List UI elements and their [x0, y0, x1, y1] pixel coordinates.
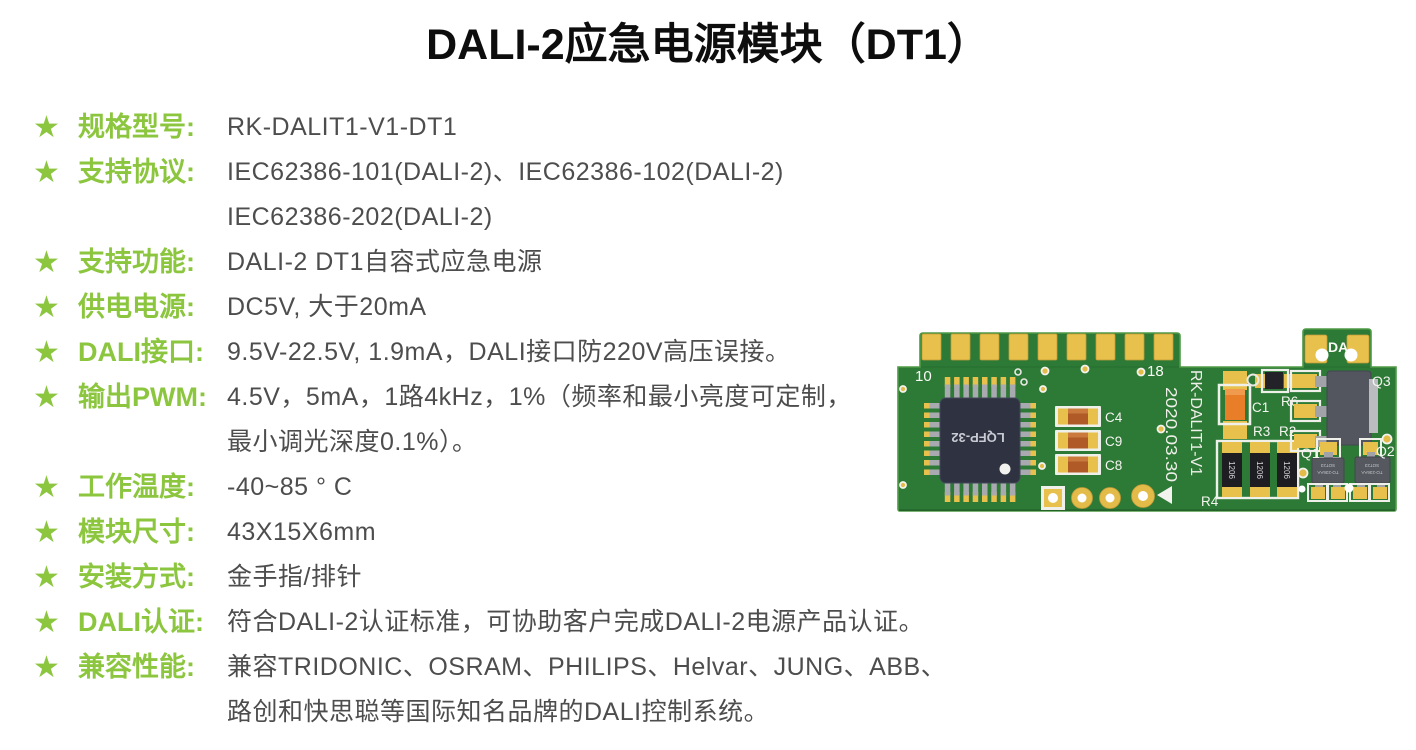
star-icon: ★	[33, 111, 60, 144]
spec-value: RK-DALIT1-V1-DT1	[227, 113, 458, 141]
q3-label: Q3	[1372, 373, 1391, 389]
spec-label: DALI认证:	[78, 607, 204, 637]
spec-row: 路创和快思聪等国际知名品牌的DALI控制系统。	[0, 690, 1416, 735]
svg-text:TO-236AA: TO-236AA	[1361, 470, 1382, 475]
spec-label: DALI接口:	[78, 337, 204, 367]
spec-label: 模块尺寸:	[78, 517, 195, 547]
q1-label: Q1	[1301, 445, 1320, 461]
star-icon: ★	[33, 471, 60, 504]
vias	[899, 364, 1393, 489]
bottom-pads-row	[1041, 484, 1172, 510]
spec-row: ★ 模块尺寸: 43X15X6mm	[0, 510, 1416, 555]
spec-row: IEC62386-202(DALI-2)	[0, 195, 1416, 240]
spec-label: 支持协议:	[78, 157, 195, 187]
r-marking: 1206	[1255, 461, 1264, 479]
pcb-product-image: 10 18 LQFP-32	[897, 328, 1397, 512]
spec-value: 4.5V，5mA，1路4kHz，1%（频率和最小亮度可定制，	[227, 383, 852, 411]
star-icon: ★	[33, 561, 60, 594]
spec-label: 兼容性能:	[78, 652, 195, 682]
spec-row: ★ DALI接口: 9.5V-22.5V, 1.9mA，DALI接口防220V高…	[0, 330, 1416, 375]
pin18-label: 18	[1147, 363, 1164, 380]
spec-value: DALI-2 DT1自容式应急电源	[227, 248, 543, 276]
c9-label: C9	[1105, 434, 1122, 449]
board-model-text: RK-DALIT1-V1	[1187, 370, 1204, 476]
spec-value: 43X15X6mm	[227, 518, 377, 546]
da-label: DA	[1328, 339, 1348, 355]
spec-value: DC5V, 大于20mA	[227, 293, 427, 321]
silk-rings	[1014, 368, 1028, 386]
spec-row: ★ 支持功能: DALI-2 DT1自容式应急电源	[0, 240, 1416, 285]
star-icon: ★	[33, 336, 60, 369]
spec-label: 工作温度:	[78, 472, 195, 502]
spec-row: ★ 输出PWM: 4.5V，5mA，1路4kHz，1%（频率和最小亮度可定制，	[0, 375, 1416, 420]
r6-label: R6	[1281, 394, 1298, 409]
star-icon: ★	[33, 246, 60, 279]
spec-label: 规格型号:	[78, 112, 195, 142]
spec-row: ★ 安装方式: 金手指/排针	[0, 555, 1416, 600]
chip-label: LQFP-32	[951, 430, 1004, 445]
lqfp32-chip: LQFP-32	[924, 377, 1036, 502]
c4-label: C4	[1105, 410, 1123, 425]
star-icon: ★	[33, 156, 60, 189]
transistor-q1: SOT23 TO-236AA Q1	[1301, 438, 1348, 502]
star-icon: ★	[33, 516, 60, 549]
spec-value: 最小调光深度0.1%）。	[227, 428, 478, 456]
transistor-q2: SOT23 TO-236AA Q2	[1349, 438, 1395, 502]
white-dot	[1344, 483, 1354, 493]
spec-label: 支持功能:	[78, 247, 195, 277]
spec-value: IEC62386-101(DALI-2)、IEC62386-102(DALI-2…	[227, 158, 784, 186]
spec-value: 路创和快思聪等国际知名品牌的DALI控制系统。	[227, 698, 770, 726]
spec-label: 输出PWM:	[78, 382, 207, 412]
r-marking: 1206	[1227, 461, 1236, 479]
svg-text:SOT23: SOT23	[1364, 463, 1379, 468]
da-tab: DA	[1304, 334, 1370, 364]
spec-value: IEC62386-202(DALI-2)	[227, 203, 493, 231]
silk-ring	[1246, 373, 1260, 387]
spec-value: 符合DALI-2认证标准，可协助客户完成DALI-2电源产品认证。	[227, 608, 925, 636]
spec-row: ★ 兼容性能: 兼容TRIDONIC、OSRAM、PHILIPS、Helvar、…	[0, 645, 1416, 690]
c8-label: C8	[1105, 458, 1122, 473]
spec-row: ★ 规格型号: RK-DALIT1-V1-DT1	[0, 105, 1416, 150]
r-marking: 1206	[1282, 461, 1291, 479]
c1-label: C1	[1252, 400, 1269, 415]
resistor-r6: R6	[1255, 368, 1298, 409]
star-icon: ★	[33, 381, 60, 414]
spec-value: 兼容TRIDONIC、OSRAM、PHILIPS、Helvar、JUNG、ABB…	[227, 653, 947, 681]
cap-c1: C1	[1217, 371, 1269, 439]
r4-label: R4	[1201, 494, 1219, 509]
gold-fingers	[921, 333, 1174, 361]
svg-text:TO-236AA: TO-236AA	[1317, 470, 1338, 475]
spec-label: 安装方式:	[78, 562, 195, 592]
spec-row: ★ 供电电源: DC5V, 大于20mA	[0, 285, 1416, 330]
star-icon: ★	[33, 291, 60, 324]
spec-row: ★ 支持协议: IEC62386-101(DALI-2)、IEC62386-10…	[0, 150, 1416, 195]
resistor-bank: 1206 1206 1206 R4	[1201, 439, 1300, 509]
spec-value: 金手指/排针	[227, 563, 362, 591]
spec-row: ★ 工作温度: -40~85 ° C	[0, 465, 1416, 510]
q2-label: Q2	[1376, 443, 1395, 459]
spec-value: -40~85 ° C	[227, 473, 353, 501]
spec-label: 供电电源:	[78, 292, 195, 322]
arrow-mark	[1157, 486, 1172, 504]
white-dot	[1298, 485, 1306, 493]
page-title: DALI-2应急电源模块（DT1）	[426, 21, 990, 69]
board-date-text: 2020.03.30	[1162, 387, 1179, 482]
svg-text:SOT23: SOT23	[1320, 463, 1335, 468]
spec-row: ★ DALI认证: 符合DALI-2认证标准，可协助客户完成DALI-2电源产品…	[0, 600, 1416, 645]
spec-row: 最小调光深度0.1%）。	[0, 420, 1416, 465]
transistor-q3: Q3	[1289, 369, 1391, 453]
pin10-label: 10	[915, 368, 932, 385]
spec-value: 9.5V-22.5V, 1.9mA，DALI接口防220V高压误接。	[227, 338, 791, 366]
star-icon: ★	[33, 606, 60, 639]
r3-label: R3	[1253, 424, 1270, 439]
star-icon: ★	[33, 651, 60, 684]
capacitors-c4-c9-c8: C4 C9 C8	[1055, 406, 1123, 475]
